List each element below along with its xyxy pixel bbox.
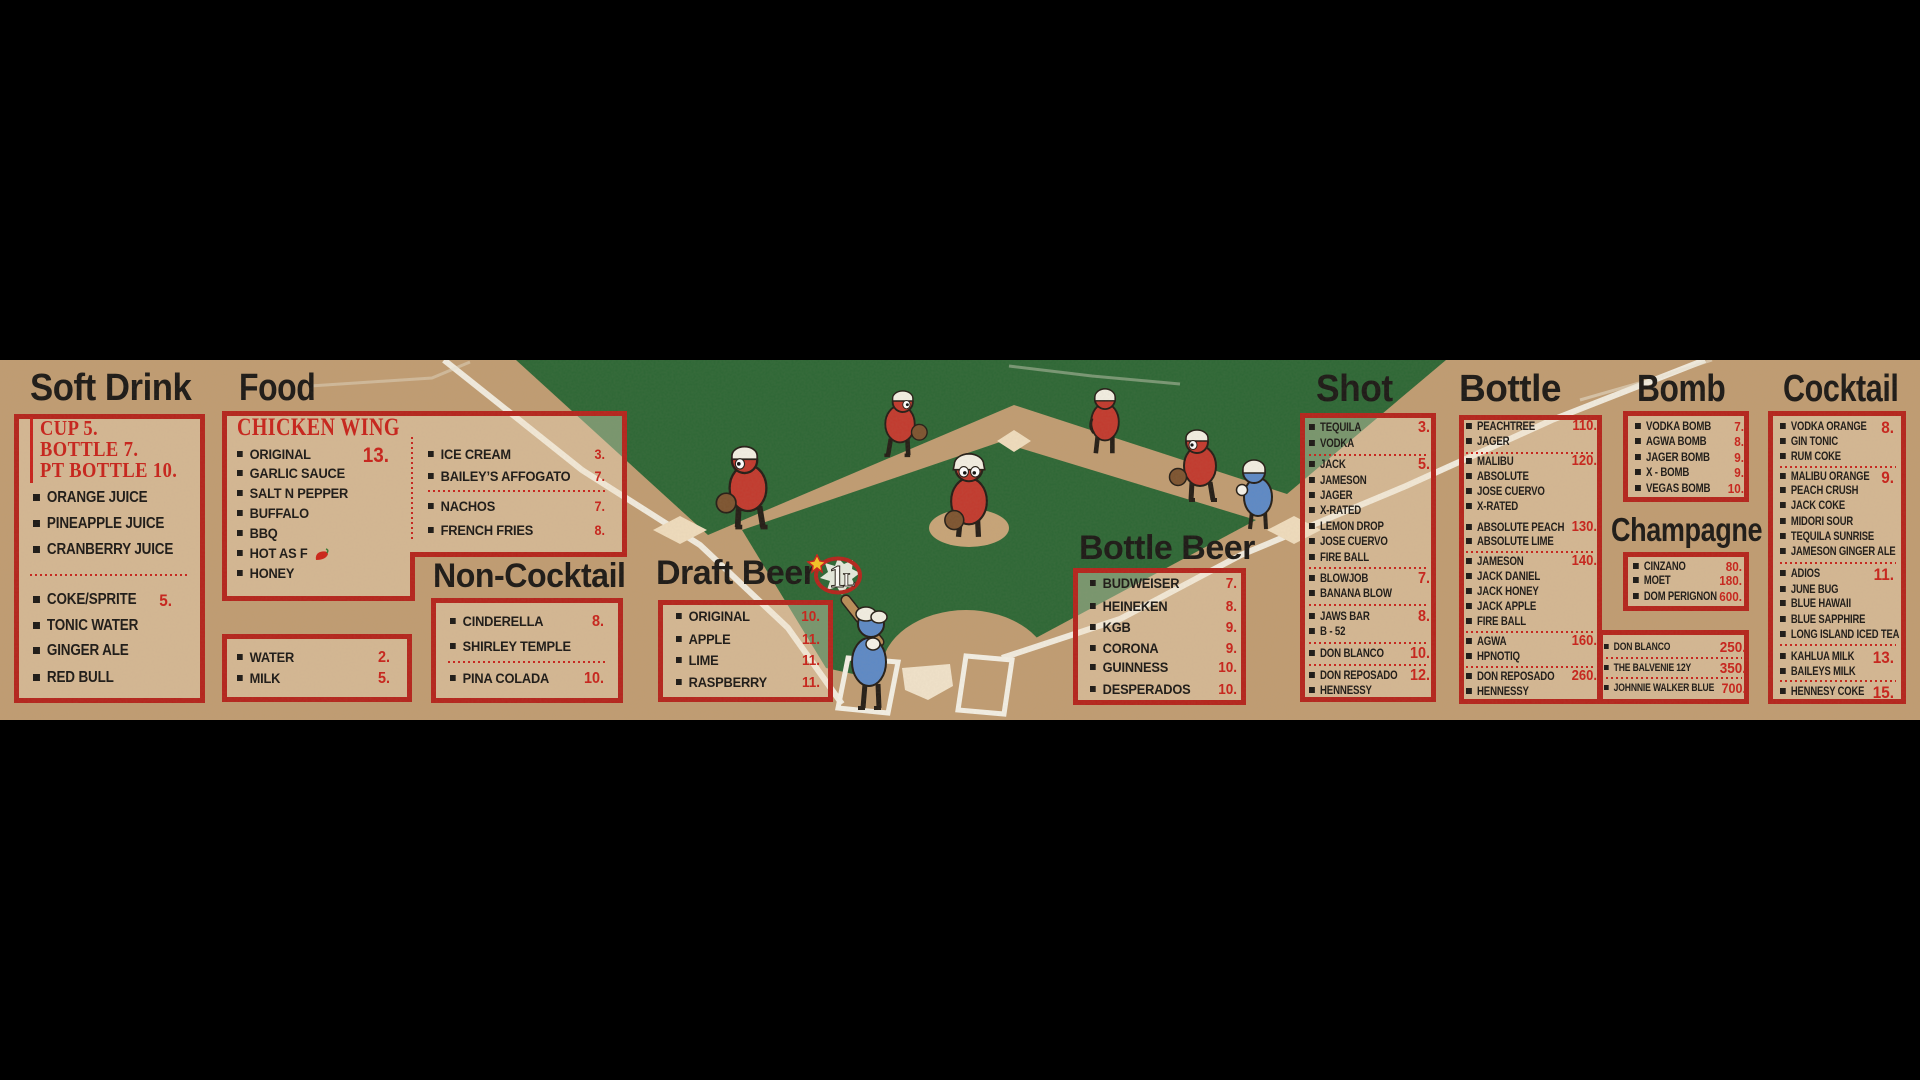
svg-text:L: L — [843, 570, 856, 591]
